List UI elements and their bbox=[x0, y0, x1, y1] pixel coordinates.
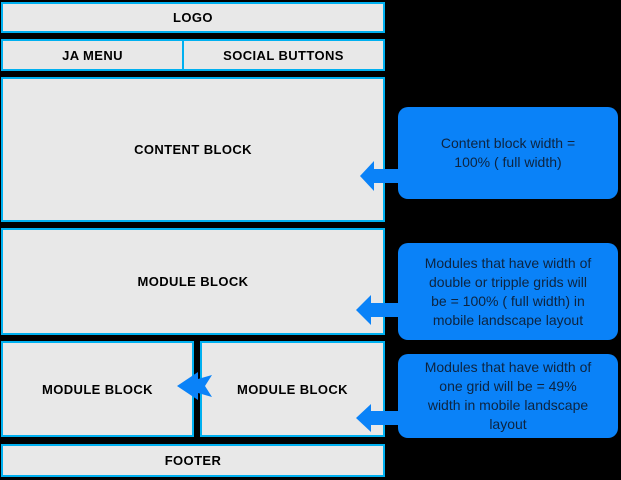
content-block-label: CONTENT BLOCK bbox=[134, 142, 252, 157]
module-block-left-label: MODULE BLOCK bbox=[42, 381, 153, 397]
callout-module-grid-width-text: Modules that have width of one grid will… bbox=[424, 359, 592, 432]
callout-content-width: Content block width = 100% ( full width) bbox=[398, 107, 618, 199]
left-arrow-icon bbox=[360, 161, 404, 191]
ja-menu-block: JA MENU bbox=[3, 41, 184, 69]
logo-block-label: LOGO bbox=[173, 10, 213, 25]
callout-module-grid-width: Modules that have width of one grid will… bbox=[398, 354, 618, 438]
menu-row: JA MENU SOCIAL BUTTONS bbox=[1, 39, 385, 71]
social-buttons-block: SOCIAL BUTTONS bbox=[184, 41, 383, 69]
notched-left-arrow-icon bbox=[177, 372, 212, 400]
left-arrow-shape bbox=[356, 404, 404, 432]
left-arrow-shape bbox=[360, 161, 404, 191]
logo-block: LOGO bbox=[1, 2, 385, 33]
footer-block-label: FOOTER bbox=[164, 453, 222, 468]
ja-menu-label: JA MENU bbox=[62, 47, 123, 63]
module-block-full: MODULE BLOCK bbox=[1, 228, 385, 335]
left-arrow-icon bbox=[356, 295, 404, 325]
content-block: CONTENT BLOCK bbox=[1, 77, 385, 222]
module-block-full-label: MODULE BLOCK bbox=[137, 274, 249, 289]
callout-content-width-text: Content block width = 100% ( full width) bbox=[440, 135, 576, 170]
module-block-right-label: MODULE BLOCK bbox=[237, 381, 348, 397]
module-block-right: MODULE BLOCK bbox=[200, 341, 385, 437]
callout-module-full-width: Modules that have width of double or tri… bbox=[398, 243, 618, 340]
footer-block: FOOTER bbox=[1, 444, 385, 477]
social-buttons-label: SOCIAL BUTTONS bbox=[223, 47, 344, 63]
notched-left-arrow-shape bbox=[177, 372, 212, 400]
module-block-left: MODULE BLOCK bbox=[1, 341, 194, 437]
callout-module-full-width-text: Modules that have width of double or tri… bbox=[424, 254, 592, 328]
left-arrow-shape bbox=[356, 295, 404, 325]
left-arrow-icon bbox=[356, 404, 404, 432]
